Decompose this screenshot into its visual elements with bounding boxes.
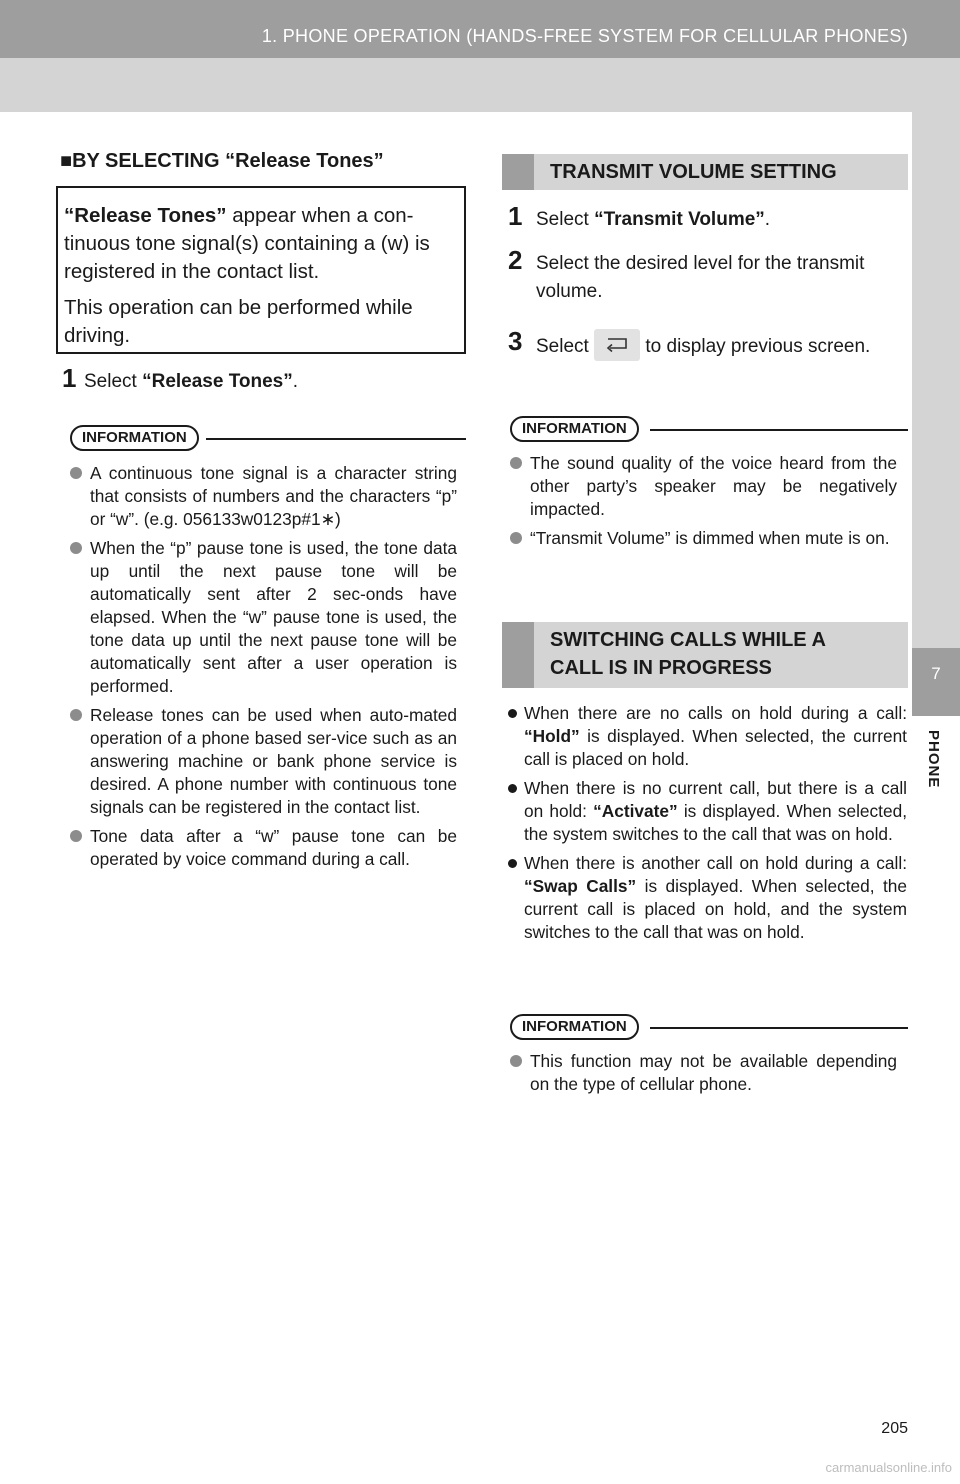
list-item-post: is displayed. When selected, the current… <box>524 726 907 769</box>
step-prefix: Select <box>84 371 143 392</box>
note-text: appear when a con-tinuous tone signal(s)… <box>64 204 430 283</box>
watermark: carmanualsonline.info <box>825 1460 952 1475</box>
bullet-icon <box>508 859 517 868</box>
side-tab-background <box>912 112 960 648</box>
list-item: Tone data after a “w” pause tone can be … <box>70 825 457 871</box>
bullet-icon <box>70 467 82 479</box>
step-text: Select “Release Tones”. <box>84 368 298 396</box>
list-item-pre: When there is no current call, but there… <box>524 778 907 821</box>
list-item: Release tones can be used when auto-mate… <box>70 704 457 819</box>
list-item: This function may not be available depen… <box>510 1050 897 1096</box>
info-label-right-1: INFORMATION <box>510 416 639 442</box>
list-item: A continuous tone signal is a character … <box>70 462 457 531</box>
list-item: When there is no current call, but there… <box>504 777 907 846</box>
note-paragraph-1: “Release Tones” appear when a con-tinuou… <box>64 202 458 286</box>
list-item-text: Release tones can be used when auto-mate… <box>90 705 457 817</box>
step-number: 1 <box>508 201 523 231</box>
list-item-post: is displayed. When selected, the system … <box>524 801 907 844</box>
list-item: When the “p” pause tone is used, the ton… <box>70 537 457 698</box>
right-info-list-2: This function may not be available depen… <box>510 1050 897 1102</box>
list-item-text: “Transmit Volume” is dimmed when mute is… <box>530 528 890 548</box>
section-title: ■BY SELECTING “Release Tones” <box>60 150 384 172</box>
list-item-text: When the “p” pause tone is used, the ton… <box>90 538 457 696</box>
bullet-icon <box>70 830 82 842</box>
back-button[interactable] <box>594 329 641 361</box>
step-text: Select to display previous screen. <box>536 329 906 363</box>
list-item-bold: “Hold” <box>524 726 580 746</box>
chapter-number: 7 <box>931 664 941 683</box>
info-rule <box>650 429 908 431</box>
heading-marker <box>502 154 534 190</box>
bullet-icon <box>508 709 517 718</box>
step-bold: “Release Tones” <box>142 371 293 392</box>
switching-calls-list: When there are no calls on hold during a… <box>504 702 907 950</box>
note-box: “Release Tones” appear when a con-tinuou… <box>56 186 466 354</box>
right-info-list-1: The sound quality of the voice heard fro… <box>510 452 897 556</box>
list-item: When there are no calls on hold during a… <box>504 702 907 771</box>
heading-text: SWITCHING CALLS WHILE A CALL IS IN PROGR… <box>550 626 826 682</box>
bullet-icon <box>70 542 82 554</box>
bullet-icon <box>70 709 82 721</box>
page-number: 205 <box>881 1420 908 1437</box>
heading-text: TRANSMIT VOLUME SETTING <box>550 161 837 183</box>
step-number: 1 <box>62 363 77 393</box>
bullet-icon <box>510 532 522 544</box>
header-strip <box>0 0 960 58</box>
info-rule <box>206 438 466 440</box>
note-bold: “Release Tones” <box>64 204 227 227</box>
side-tab-marker <box>912 648 960 716</box>
back-arrow-icon <box>606 338 627 353</box>
heading-line-2: CALL IS IN PROGRESS <box>550 657 772 679</box>
list-item-bold: “Activate” <box>593 801 678 821</box>
list-item-text: The sound quality of the voice heard fro… <box>530 453 897 519</box>
list-item-post: is displayed. When selected, the current… <box>524 876 907 942</box>
list-item: The sound quality of the voice heard fro… <box>510 452 897 521</box>
chapter-label: PHONE <box>925 730 942 789</box>
step-suffix: . <box>764 209 771 230</box>
info-rule <box>650 1027 908 1029</box>
step-text: Select the desired level for the transmi… <box>536 253 865 302</box>
list-item: “Transmit Volume” is dimmed when mute is… <box>510 527 897 550</box>
info-label-left: INFORMATION <box>70 425 199 451</box>
list-item-pre: When there is another call on hold durin… <box>524 853 907 873</box>
step-number: 3 <box>508 326 523 356</box>
chapter-title: 1. PHONE OPERATION (HANDS-FREE SYSTEM FO… <box>261 26 908 46</box>
list-item: When there is another call on hold durin… <box>504 852 907 944</box>
info-label-right-2: INFORMATION <box>510 1014 639 1040</box>
list-item-text: This function may not be available depen… <box>530 1051 897 1094</box>
heading-marker <box>502 622 534 688</box>
list-item-text: Tone data after a “w” pause tone can be … <box>90 826 457 869</box>
bullet-icon <box>510 457 522 469</box>
left-info-list: A continuous tone signal is a character … <box>70 462 457 877</box>
list-item-bold: “Swap Calls” <box>524 876 637 896</box>
transmit-volume-heading: TRANSMIT VOLUME SETTING <box>502 154 908 190</box>
heading-line-1: SWITCHING CALLS WHILE A <box>550 629 826 651</box>
bullet-icon <box>510 1055 522 1067</box>
list-item-pre: When there are no calls on hold during a… <box>524 703 907 723</box>
step-prefix: Select <box>536 336 589 358</box>
switching-calls-heading: SWITCHING CALLS WHILE A CALL IS IN PROGR… <box>502 622 908 688</box>
step-suffix: to display previous screen. <box>645 336 871 358</box>
step-number: 2 <box>508 245 523 275</box>
step-suffix: . <box>292 371 299 392</box>
note-paragraph-2: This operation can be performed while dr… <box>64 296 413 347</box>
bullet-icon <box>508 784 517 793</box>
step-prefix: Select <box>536 209 595 230</box>
step-text: Select “Transmit Volume”. <box>536 206 770 234</box>
step-bold: “Transmit Volume” <box>594 209 765 230</box>
list-item-text: A continuous tone signal is a character … <box>90 463 457 529</box>
